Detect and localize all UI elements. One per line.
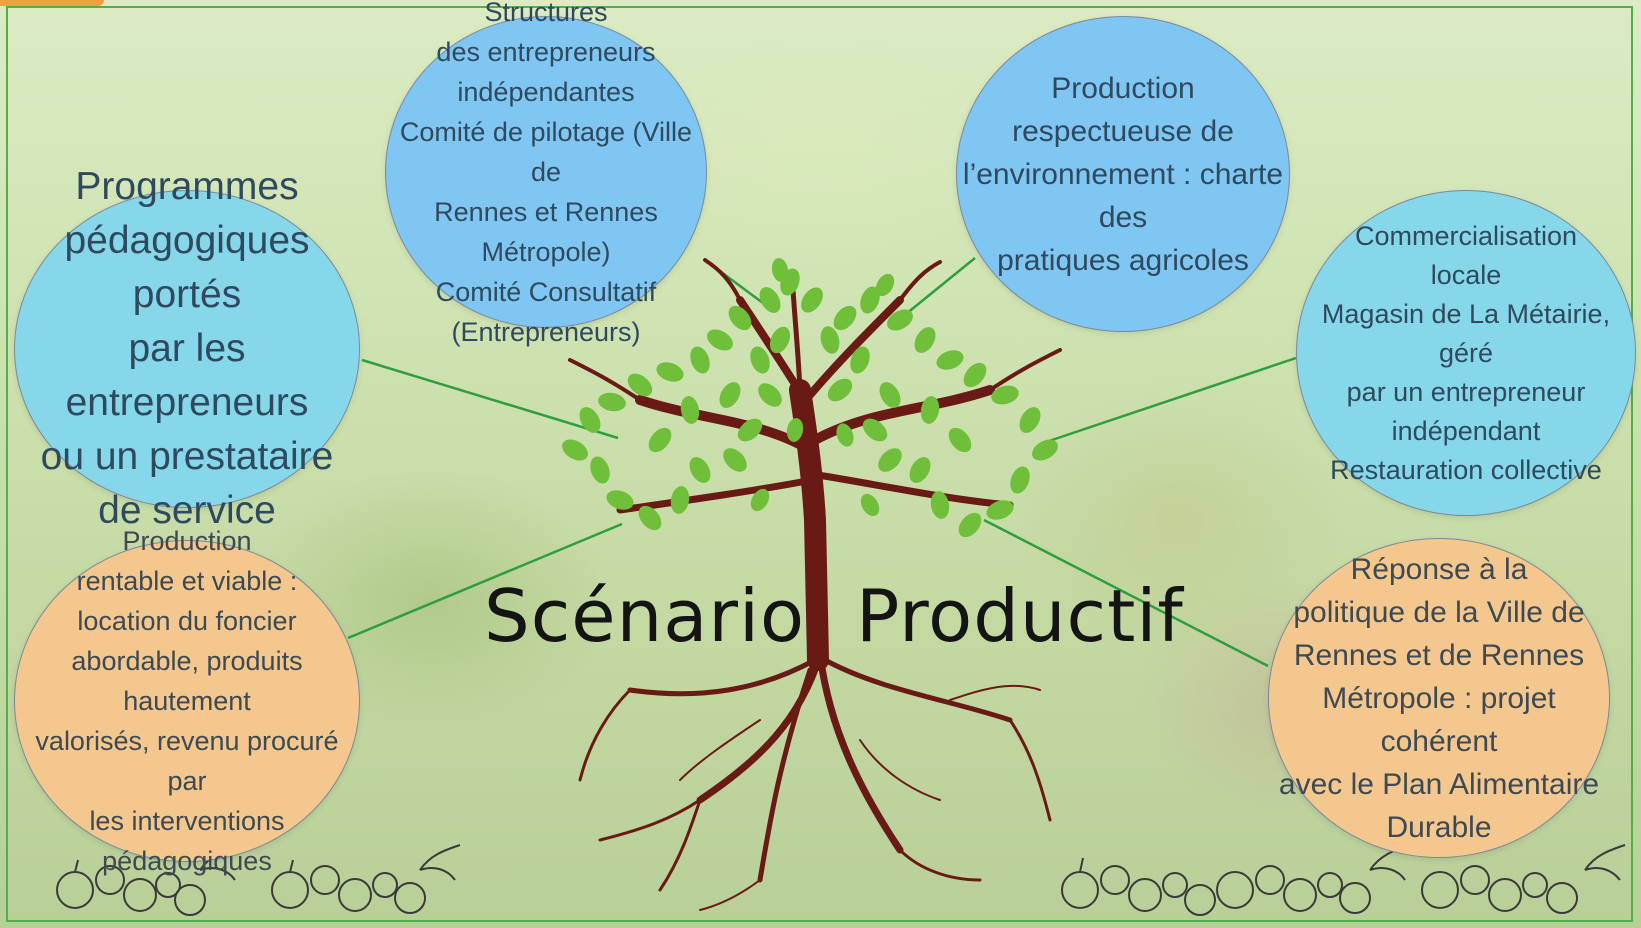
corner-tab — [0, 0, 104, 6]
node-reponse-text: Réponse à la politique de la Ville de Re… — [1278, 552, 1600, 844]
frame-border — [6, 6, 1633, 922]
node-reponse: Réponse à la politique de la Ville de Re… — [1268, 538, 1610, 858]
node-programmes: Programmes pédagogiques portés par les e… — [14, 165, 360, 532]
node-structures: Structures des entrepreneurs indépendant… — [385, 0, 707, 347]
node-rentable-text: Production rentable et viable : location… — [35, 526, 339, 876]
node-programmes-text: Programmes pédagogiques portés par les e… — [40, 165, 334, 532]
title-scenario: Scénario — [484, 574, 805, 658]
node-rentable: Production rentable et viable : location… — [14, 526, 360, 876]
node-structures-text: Structures des entrepreneurs indépendant… — [399, 0, 693, 347]
node-commercialisation: Commercialisation locale Magasin de La M… — [1296, 190, 1636, 516]
node-commercialisation-text: Commercialisation locale Magasin de La M… — [1321, 220, 1611, 485]
node-environnement-text: Production respectueuse de l’environneme… — [962, 71, 1284, 277]
title-productif: Productif — [856, 574, 1184, 658]
node-environnement: Production respectueuse de l’environneme… — [956, 16, 1290, 332]
